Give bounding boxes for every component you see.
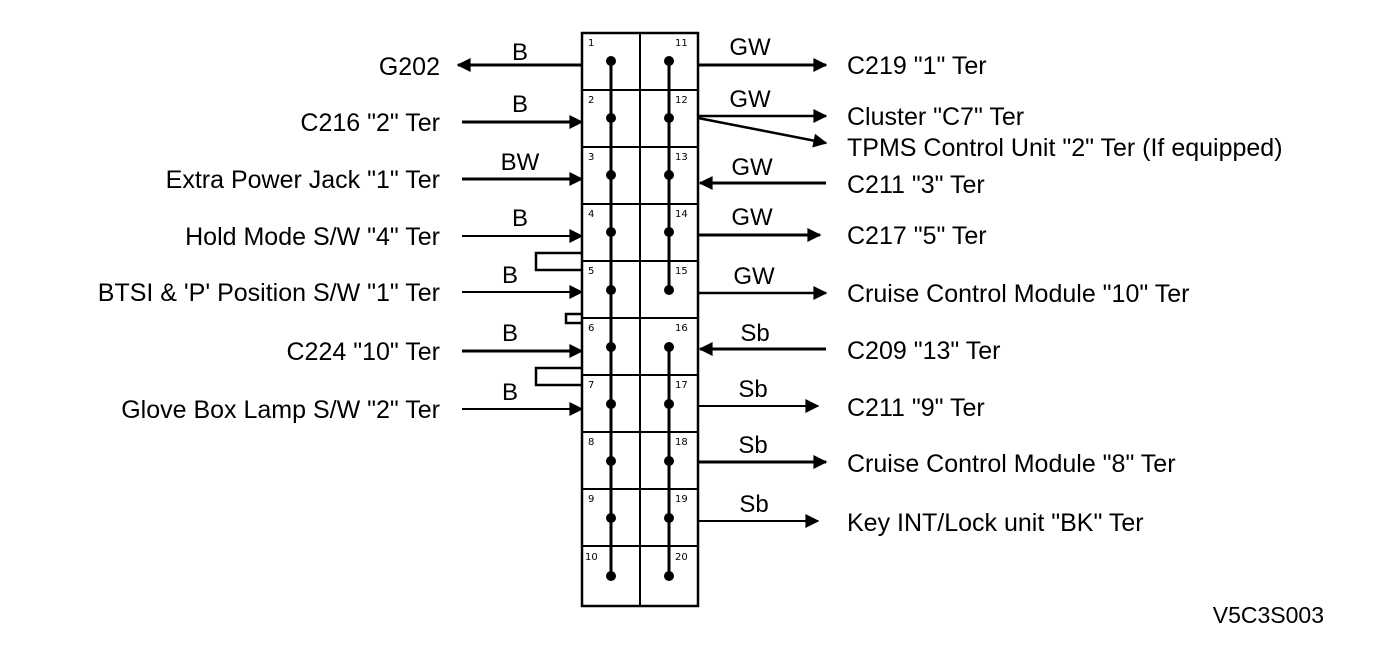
pin-number: 11 (675, 38, 688, 49)
wire-color-label: Sb (738, 376, 767, 403)
wire-color-label: GW (733, 263, 775, 290)
connection-label: BTSI & 'P' Position S/W "1" Ter (98, 279, 440, 307)
pin-number: 10 (585, 552, 598, 563)
connection-label: C209 "13" Ter (847, 337, 1001, 365)
pin-number: 15 (675, 266, 688, 277)
connection-label: C219 "1" Ter (847, 52, 987, 80)
pin-number: 13 (675, 152, 688, 163)
connector-block (580, 31, 700, 608)
jumper-marks (534, 251, 582, 387)
connection-label: Glove Box Lamp S/W "2" Ter (121, 396, 440, 424)
connection-label: Cruise Control Module "8" Ter (847, 450, 1176, 478)
wire-color-label: B (502, 262, 518, 289)
pin-number: 12 (675, 95, 688, 106)
right-connections: GW C219 "1" Ter GW Cluster "C7" Ter TPMS… (697, 34, 1283, 537)
connection-label: Cruise Control Module "10" Ter (847, 280, 1189, 308)
pin-number: 8 (588, 437, 594, 448)
wire-color-label: GW (729, 86, 771, 113)
connection-label: G202 (379, 53, 440, 81)
pin-numbers: 1 2 3 4 5 6 7 8 9 10 11 12 13 14 15 16 1… (585, 38, 688, 563)
pin-number: 4 (588, 209, 594, 220)
pin-number: 1 (588, 38, 594, 49)
left-connections: B G202 B C216 "2" Ter BW Extra Power Jac… (98, 39, 584, 424)
pin-number: 2 (588, 95, 594, 106)
figure-code: V5C3S003 (1213, 602, 1324, 628)
pin-number: 19 (675, 494, 688, 505)
pin-number: 17 (675, 380, 688, 391)
wire-color-label: B (512, 91, 528, 118)
pin-number: 9 (588, 494, 594, 505)
wire-color-label: Sb (739, 491, 768, 518)
pin-number: 16 (675, 323, 688, 334)
connection-label: C211 "9" Ter (847, 394, 985, 422)
wire-color-label: GW (729, 34, 771, 61)
connection-label: C211 "3" Ter (847, 171, 985, 199)
pin-number: 7 (588, 380, 594, 391)
pin-dots (606, 56, 674, 581)
wire-color-label: Sb (740, 320, 769, 347)
wire-color-label: B (502, 379, 518, 406)
wire-color-label: B (502, 320, 518, 347)
pin-number: 3 (588, 152, 594, 163)
wire-color-label: B (512, 39, 528, 66)
pin-number: 6 (588, 323, 594, 334)
wire-color-label: B (512, 205, 528, 232)
connection-label: Extra Power Jack "1" Ter (166, 166, 440, 194)
connection-label: C216 "2" Ter (300, 109, 440, 137)
wire-color-label: Sb (738, 432, 767, 459)
wire-color-label: GW (731, 154, 773, 181)
connection-label: Key INT/Lock unit "BK" Ter (847, 509, 1144, 537)
connection-label: Hold Mode S/W "4" Ter (185, 223, 440, 251)
pin-number: 18 (675, 437, 688, 448)
pin-number: 20 (675, 552, 688, 563)
connection-label: Cluster "C7" Ter (847, 103, 1024, 131)
pin-number: 14 (675, 209, 688, 220)
wire-color-label: GW (731, 204, 773, 231)
connection-label: TPMS Control Unit "2" Ter (If equipped) (847, 134, 1283, 162)
connection-label: C217 "5" Ter (847, 222, 987, 250)
connection-label: C224 "10" Ter (287, 338, 441, 366)
wire-color-label: BW (501, 149, 540, 176)
wire-arrow (697, 116, 828, 148)
pin-number: 5 (588, 266, 594, 277)
